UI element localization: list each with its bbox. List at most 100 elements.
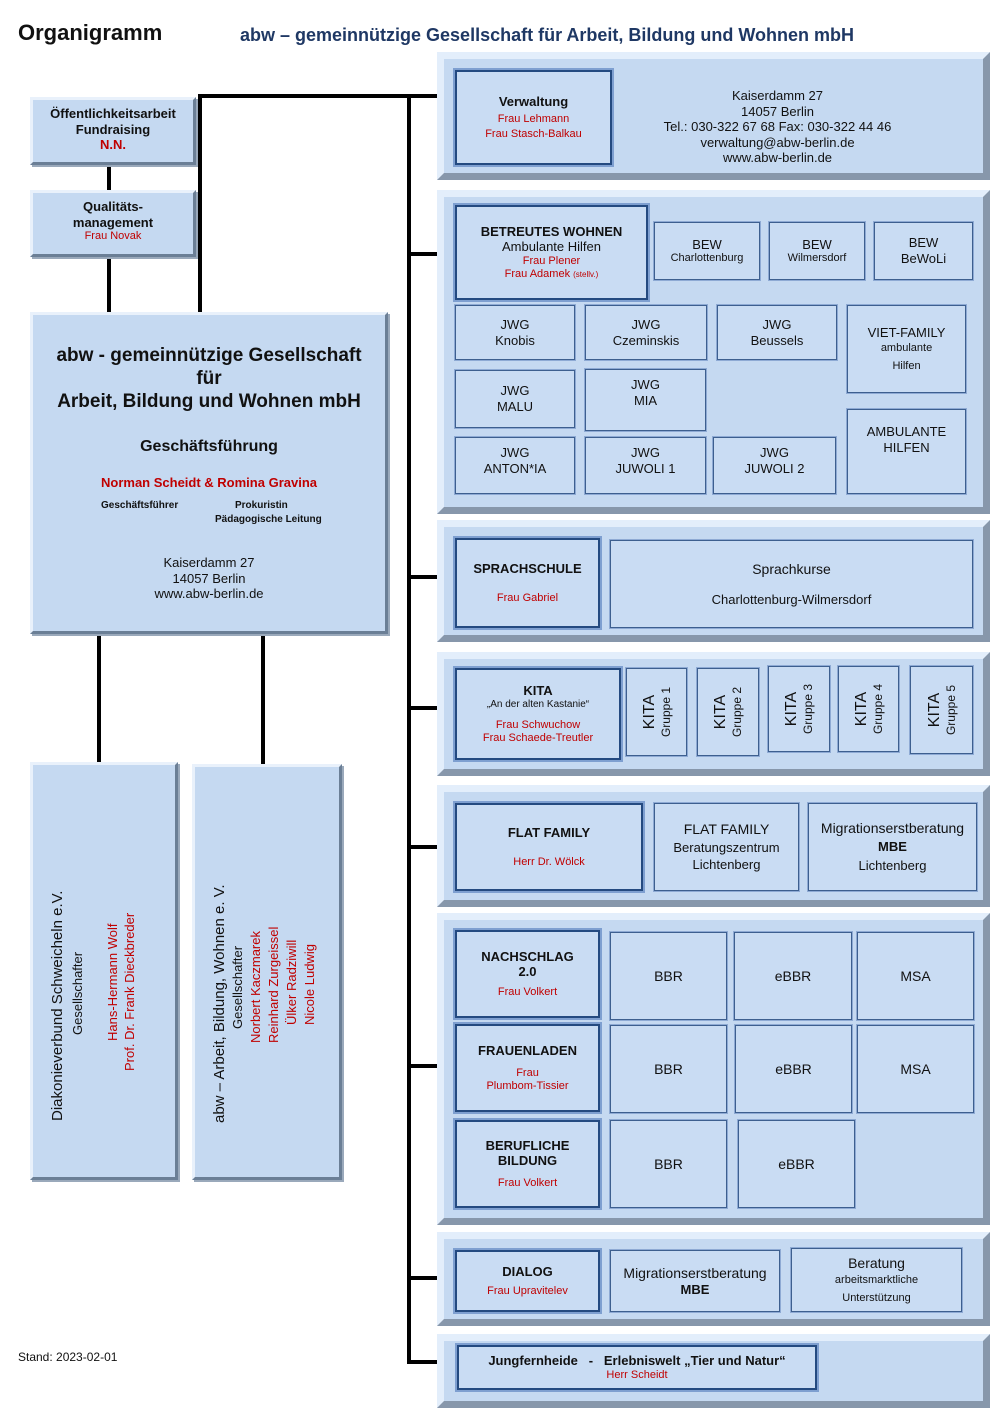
wohnen-person2-note: (stellv.): [573, 270, 599, 280]
wohnen-person2: Frau Adamek: [504, 268, 571, 281]
jwg-anton: JWG ANTON*IA: [455, 437, 575, 494]
ambulante-a: AMBULANTE: [866, 424, 947, 439]
jwg-beussels-a: JWG: [762, 316, 792, 332]
verwaltung-addr4: verwaltung@abw-berlin.de: [700, 134, 855, 150]
beruflich-person: Frau Volkert: [497, 1177, 558, 1189]
jwg-knobis-a: JWG: [500, 316, 530, 332]
kita-gruppe-1-a: KITA: [640, 694, 658, 730]
verwaltung-addr2: 14057 Berlin: [741, 103, 814, 119]
nachschlag-msa-label: MSA: [900, 967, 931, 984]
wohnen-title: BETREUTES WOHNEN: [480, 223, 623, 239]
kita-gruppe-4-a: KITA: [852, 691, 870, 727]
ceo-addr2: 14057 Berlin: [172, 570, 246, 586]
jwg-malu: JWG MALU: [455, 370, 575, 428]
jwg-malu-a: JWG: [500, 383, 530, 399]
beruflich-t1: BERUFLICHE: [485, 1137, 570, 1153]
ev-person3: Ülker Radziwill: [284, 939, 299, 1025]
flat-family-beratungszentrum: FLAT FAMILY Beratungszentrum Lichtenberg: [654, 803, 799, 891]
jwg-knobis: JWG Knobis: [455, 305, 575, 360]
bew1-a: BEW: [692, 236, 722, 252]
beruflich-ebbr: eBBR: [738, 1120, 855, 1208]
jwg-czem-a: JWG: [631, 316, 661, 332]
kita-gruppe-5-a: KITA: [925, 692, 943, 728]
nachschlag-t2: 2.0: [518, 964, 537, 980]
frauenladen-person2: Plumbom-Tissier: [486, 1079, 569, 1092]
page-title: Organigramm: [18, 20, 163, 45]
jwg-juwoli-1: JWG JUWOLI 1: [585, 437, 706, 494]
verwaltung-address: Kaiserdamm 27 14057 Berlin Tel.: 030-322…: [630, 88, 925, 166]
connector-sprach: [409, 575, 439, 579]
beruflich-bbr-label: BBR: [654, 1155, 683, 1172]
jwg-beussels-b: Beussels: [750, 332, 804, 348]
sprachkurse-title: Sprachkurse: [752, 560, 831, 577]
jungfern-person: Herr Scheidt: [606, 1368, 668, 1381]
kita-gruppe-2-a: KITA: [712, 694, 730, 730]
qual-line2: management: [72, 214, 154, 230]
frauenladen-t1: FRAUENLADEN: [478, 1043, 577, 1059]
jwg-malu-b: MALU: [496, 399, 534, 414]
sprachschule-title: SPRACHSCHULE: [473, 560, 582, 576]
nachschlag-bbr-label: BBR: [654, 967, 683, 984]
diakonieverbund-box: Diakonieverbund Schweicheln e.V. Gesells…: [30, 762, 178, 1180]
verwaltung-addr1: Kaiserdamm 27: [731, 88, 824, 103]
flat-b2c: Lichtenberg: [858, 858, 927, 874]
flat-b2a: Migrationserstberatung: [820, 820, 965, 836]
dialog-beratung-c: Unterstützung: [842, 1291, 911, 1304]
jwg-anton-b: ANTON*IA: [483, 460, 547, 476]
connector-wohnen: [409, 252, 439, 256]
bew1-b: Charlottenburg: [670, 252, 744, 265]
qualitaetsmanagement-box: Qualitäts- management Frau Novak: [30, 190, 196, 257]
kita-gruppe-1-b: Gruppe 1: [658, 686, 673, 738]
ceo-addr1: Kaiserdamm 27: [163, 555, 255, 570]
betreutes-wohnen-box: BETREUTES WOHNEN Ambulante Hilfen Frau P…: [455, 205, 648, 300]
frauenladen-bbr: BBR: [610, 1025, 727, 1113]
bew3-b: BeWoLi: [900, 251, 947, 266]
dialog-mbe: Migrationserstberatung MBE: [610, 1250, 780, 1312]
jwg-juwoli2-a: JWG: [760, 445, 789, 460]
wohnen-sub: Ambulante Hilfen: [502, 239, 601, 255]
connector-dialog: [409, 1276, 439, 1280]
kita-person2: Frau Schaede-Treutler: [482, 731, 594, 744]
verwaltung-addr5: www.abw-berlin.de: [722, 150, 833, 166]
flat-b1b: Beratungszentrum: [673, 839, 780, 855]
nachschlag-ebbr: eBBR: [734, 932, 852, 1020]
flat-family-mbe: Migrationserstberatung MBE Lichtenberg: [808, 803, 977, 891]
ceo-role2: Prokuristin: [235, 500, 288, 511]
oeff-person: N.N.: [100, 137, 126, 153]
berufliche-bildung-box: BERUFLICHE BILDUNG Frau Volkert: [455, 1120, 600, 1208]
dialog-title: DIALOG: [502, 1263, 553, 1279]
jwg-anton-a: JWG: [500, 445, 530, 460]
geschaeftsfuehrung-box: abw - gemeinnützige Gesellschaft für Arb…: [30, 312, 388, 634]
sprachkurse-box: Sprachkurse Charlottenburg-Wilmersdorf: [610, 540, 973, 628]
connector-bildung: [409, 1064, 439, 1068]
verwaltung-person2: Frau Stasch-Balkau: [485, 128, 582, 141]
beruflich-t2: BILDUNG: [497, 1153, 558, 1169]
dialog-box: DIALOG Frau Upravitelev: [455, 1250, 600, 1312]
nachschlag-person: Frau Volkert: [497, 986, 558, 998]
jwg-juwoli1-b: JUWOLI 1: [615, 460, 676, 476]
kita-gruppe-4-b: Gruppe 4: [870, 683, 885, 735]
frauenladen-ebbr-label: eBBR: [775, 1060, 812, 1077]
verwaltung-addr3: Tel.: 030-322 67 68 Fax: 030-322 44 46: [663, 119, 892, 135]
ceo-heading: Geschäftsführung: [140, 438, 278, 456]
ambulante-b: HILFEN: [883, 439, 930, 455]
nachschlag-ebbr-label: eBBR: [774, 967, 812, 984]
connector-top: [198, 94, 440, 98]
sprachschule-box: SPRACHSCHULE Frau Gabriel: [455, 538, 600, 628]
flat-b1c: Lichtenberg: [692, 857, 761, 873]
jwg-beussels: JWG Beussels: [717, 305, 837, 360]
bew-charlottenburg: BEW Charlottenburg: [654, 222, 760, 280]
diakonie-person2: Prof. Dr. Frank Dieckbreder: [122, 912, 137, 1071]
verwaltung-box: Verwaltung Frau Lehmann Frau Stasch-Balk…: [455, 70, 612, 165]
dialog-beratung: Beratung arbeitsmarktliche Unterstützung: [791, 1248, 962, 1312]
jungfernheide-box: Jungfernheide - Erlebniswelt „Tier und N…: [457, 1345, 817, 1390]
dialog-beratung-b: arbeitsmarktliche: [834, 1273, 919, 1286]
frauenladen-msa: MSA: [857, 1025, 974, 1113]
ceo-line1: abw - gemeinnützige Gesellschaft: [56, 345, 362, 366]
connector-kita: [409, 706, 439, 710]
flat-b2b: MBE: [878, 838, 907, 854]
ceo-addr3: www.abw-berlin.de: [154, 586, 264, 602]
